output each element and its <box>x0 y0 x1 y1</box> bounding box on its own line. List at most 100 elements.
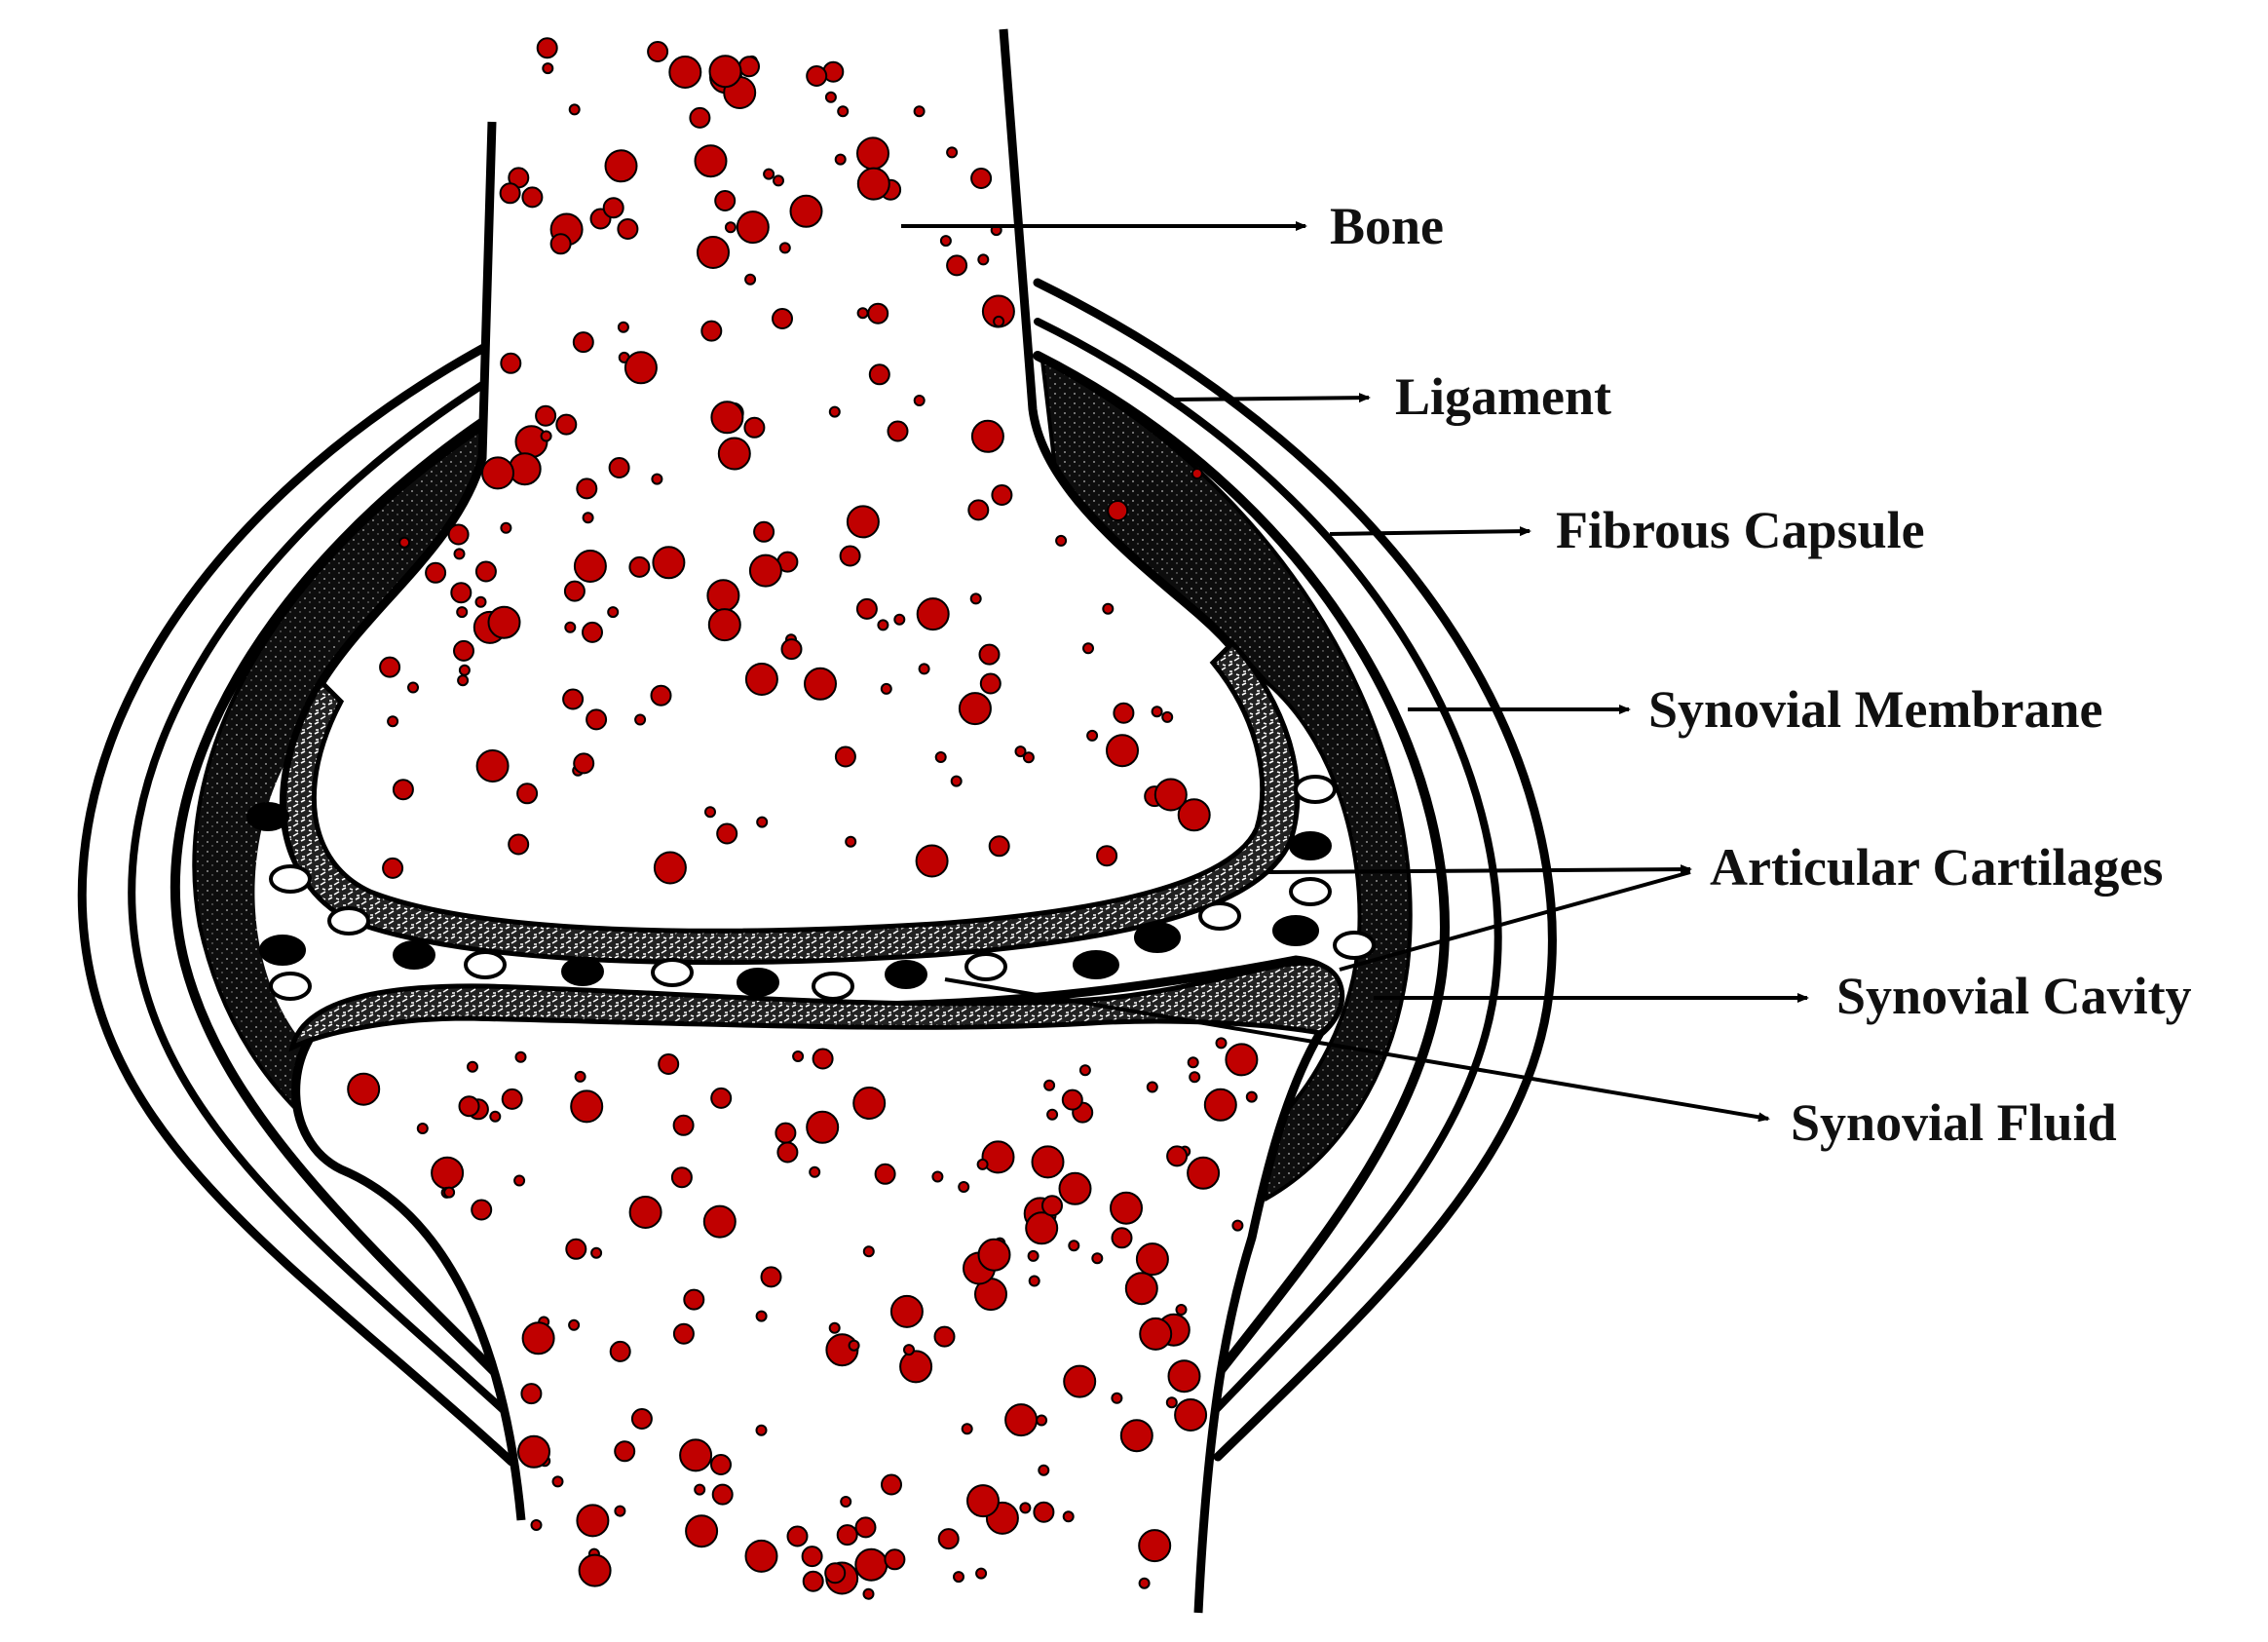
marrow-dot <box>582 512 594 524</box>
marrow-dot <box>1086 729 1099 742</box>
marrow-dot <box>508 452 542 486</box>
marrow-dot <box>702 1204 737 1239</box>
marrow-dot <box>500 352 522 374</box>
marrow-dot <box>748 554 782 588</box>
marrow-dot <box>887 420 909 442</box>
marrow-dot <box>536 37 558 59</box>
marrow-dot <box>834 153 847 166</box>
marrow-dot <box>1110 1191 1143 1225</box>
marrow-dot <box>521 1321 555 1356</box>
marrow-dot <box>837 105 850 118</box>
marrow-dot <box>628 1196 662 1229</box>
marrow-dot <box>744 273 757 286</box>
marrow-dot <box>868 363 890 386</box>
marrow-dot <box>1135 1242 1169 1277</box>
marrow-dot <box>514 425 548 459</box>
marrow-dot <box>1165 1396 1178 1409</box>
marrow-dot <box>806 1110 840 1144</box>
marrow-dot <box>416 1123 429 1134</box>
marrow-dot <box>500 521 512 534</box>
marrow-dot <box>652 546 686 580</box>
marrow-dot <box>694 1483 706 1496</box>
marrow-dot <box>1078 1064 1091 1077</box>
marrow-dot <box>802 1570 824 1592</box>
marrow-dot <box>1019 1502 1032 1514</box>
marrow-dot <box>586 708 608 731</box>
marrow-dot <box>1113 702 1135 724</box>
marrow-dot <box>1215 1037 1228 1050</box>
marrow-dot <box>881 1473 902 1496</box>
articular-cartilage-leader-upper <box>1266 864 1692 875</box>
marrow-dot <box>893 613 906 626</box>
marrow-dot <box>697 236 730 269</box>
marrow-dot <box>700 320 723 342</box>
marrow-dot <box>710 401 744 435</box>
label-bone: Bone <box>1330 197 1444 255</box>
marrow-dot <box>1167 1359 1201 1394</box>
marrow-dot <box>1028 1275 1040 1287</box>
marrow-dot <box>946 146 959 159</box>
marrow-dot <box>562 688 585 710</box>
marrow-dot <box>889 1294 924 1328</box>
marrow-dot <box>457 674 470 687</box>
marrow-dot <box>744 663 778 696</box>
marrow-dot <box>1203 1088 1237 1122</box>
marrow-dot <box>915 844 949 878</box>
marrow-dot <box>867 302 889 325</box>
marrow-dot <box>1166 1145 1189 1167</box>
ligament-left <box>77 341 516 1467</box>
marrow-dot <box>513 1174 526 1187</box>
bone-marrow-dots <box>347 37 1259 1600</box>
marrow-dot <box>530 1519 543 1531</box>
marrow-dot <box>1106 734 1139 768</box>
marrow-dot <box>1046 1108 1059 1121</box>
marrow-dot <box>387 715 399 728</box>
marrow-dot <box>1138 1577 1151 1589</box>
marrow-dot <box>934 751 947 763</box>
marrow-dot <box>880 682 892 695</box>
marrow-dot <box>862 1245 875 1258</box>
marrow-dot <box>1111 1392 1123 1404</box>
marrow-dot <box>877 619 889 631</box>
marrow-dot <box>852 1087 887 1120</box>
marrow-dot <box>685 1514 719 1548</box>
marrow-dot <box>958 1181 970 1193</box>
marrow-dot <box>780 638 803 661</box>
marrow-dot <box>1175 1304 1188 1316</box>
marrow-dot <box>670 1166 693 1189</box>
marrow-dot <box>628 555 651 578</box>
marrow-dot <box>508 833 530 856</box>
marrow-dot <box>1014 745 1027 758</box>
marrow-dot <box>672 1114 695 1136</box>
marrow-dot <box>617 218 639 240</box>
marrow-dot <box>778 242 791 254</box>
marrow-dot <box>1055 534 1068 547</box>
marrow-dot <box>933 1325 956 1348</box>
leader-lines <box>901 221 1809 1123</box>
marrow-dot <box>744 1539 778 1573</box>
marrow-dot <box>573 752 595 775</box>
marrow-dot <box>650 684 672 706</box>
marrow-dot <box>1025 1211 1059 1245</box>
marrow-dot <box>970 168 993 189</box>
marrow-dot <box>806 65 828 87</box>
marrow-dot <box>812 1048 834 1070</box>
marrow-dot <box>775 1122 797 1144</box>
marrow-dot <box>1146 1081 1158 1093</box>
marrow-dot <box>647 41 669 62</box>
marrow-dot <box>474 560 497 583</box>
marrow-dot <box>789 194 823 228</box>
fibrous-capsule-leader <box>1329 526 1531 537</box>
marrow-dot <box>946 254 968 277</box>
marrow-dot <box>975 1567 988 1580</box>
marrow-dot <box>520 1383 543 1405</box>
marrow-dot <box>683 1288 705 1311</box>
marrow-dot <box>576 1504 610 1538</box>
marrow-dot <box>1138 1529 1172 1563</box>
marrow-dot <box>467 1060 478 1073</box>
marrow-dot <box>679 1438 713 1472</box>
marrow-dot <box>716 822 738 845</box>
marrow-dot <box>967 499 990 521</box>
marrow-dot <box>458 664 471 676</box>
